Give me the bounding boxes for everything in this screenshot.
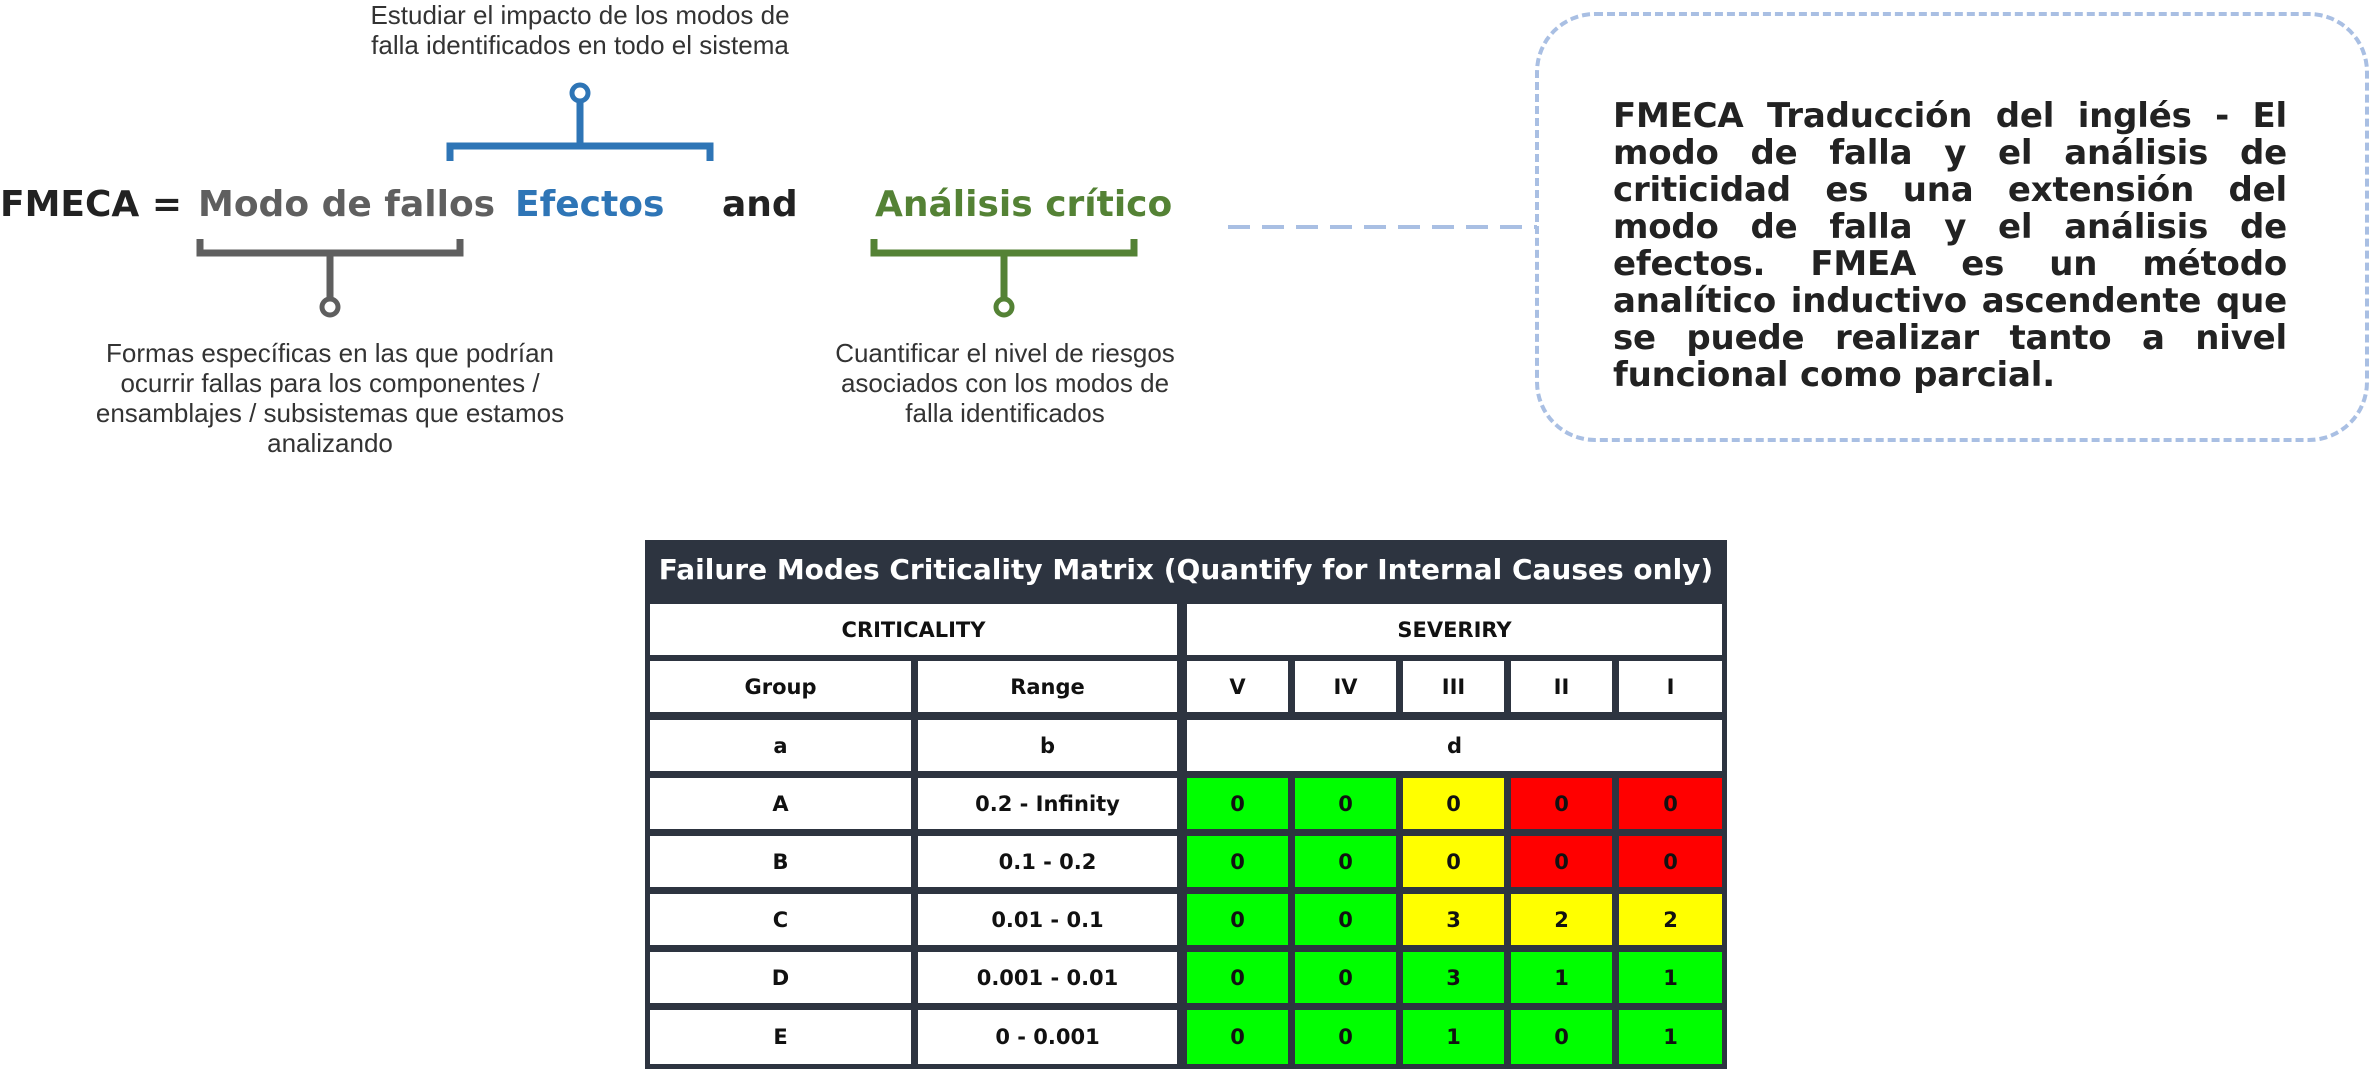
row-d-v: 0 — [1187, 952, 1288, 1003]
row-a-i: 0 — [1619, 778, 1722, 829]
row-b-group: B — [650, 836, 911, 887]
column-d-label: d — [1187, 720, 1722, 771]
row-d-range: 0.001 - 0.01 — [918, 952, 1177, 1003]
row-c-iii: 3 — [1403, 894, 1504, 945]
row-d-group: D — [650, 952, 911, 1003]
definition-callout — [1535, 12, 2369, 442]
equation-brackets — [196, 82, 1537, 318]
row-e-range: 0 - 0.001 — [918, 1010, 1177, 1064]
column-a-label: a — [650, 720, 911, 771]
row-c-v: 0 — [1187, 894, 1288, 945]
efectos-term: Efectos — [515, 184, 665, 225]
row-c-iv: 0 — [1295, 894, 1396, 945]
effects-bracket — [446, 82, 714, 161]
modo-de-fallos-term: Modo de fallos — [198, 184, 496, 225]
criticality-bracket — [870, 239, 1138, 318]
row-a-v: 0 — [1187, 778, 1288, 829]
effects-caption: Estudiar el impacto de los modos de fall… — [370, 0, 790, 60]
criticality-caption: Cuantificar el nivel de riesgos asociado… — [835, 338, 1175, 428]
row-e-group: E — [650, 1010, 911, 1064]
criticality-header: CRITICALITY — [650, 604, 1177, 655]
failure-modes-caption: Formas específicas en las que podrían oc… — [95, 338, 565, 458]
row-d-i: 1 — [1619, 952, 1722, 1003]
group-header: Group — [650, 661, 911, 712]
row-c-group: C — [650, 894, 911, 945]
row-b-iv: 0 — [1295, 836, 1396, 887]
row-e-v: 0 — [1187, 1010, 1288, 1064]
row-a-group: A — [650, 778, 911, 829]
row-a-range: 0.2 - Infinity — [918, 778, 1177, 829]
severity-level-iv: IV — [1295, 661, 1396, 712]
row-d-iii: 3 — [1403, 952, 1504, 1003]
row-c-ii: 2 — [1511, 894, 1612, 945]
severity-header: SEVERIRY — [1187, 604, 1722, 655]
row-c-range: 0.01 - 0.1 — [918, 894, 1177, 945]
analisis-critico-term: Análisis crítico — [875, 184, 1173, 225]
severity-level-iii: III — [1403, 661, 1504, 712]
row-a-iii: 0 — [1403, 778, 1504, 829]
failure-modes-bracket — [196, 239, 464, 318]
matrix-title: Failure Modes Criticality Matrix (Quanti… — [658, 553, 1714, 586]
criticality-matrix: Failure Modes Criticality Matrix (Quanti… — [645, 540, 1727, 1069]
severity-level-i: I — [1619, 661, 1722, 712]
row-b-iii: 0 — [1403, 836, 1504, 887]
row-e-ii: 0 — [1511, 1010, 1612, 1064]
row-a-iv: 0 — [1295, 778, 1396, 829]
row-d-iv: 0 — [1295, 952, 1396, 1003]
row-b-ii: 0 — [1511, 836, 1612, 887]
row-b-range: 0.1 - 0.2 — [918, 836, 1177, 887]
row-e-i: 1 — [1619, 1010, 1722, 1064]
row-b-v: 0 — [1187, 836, 1288, 887]
fmeca-label: FMECA = — [0, 184, 182, 225]
row-a-ii: 0 — [1511, 778, 1612, 829]
definition-text: FMECA Traducción del inglés - El modo de… — [1613, 96, 2287, 395]
row-e-iii: 1 — [1403, 1010, 1504, 1064]
row-d-ii: 1 — [1511, 952, 1612, 1003]
column-b-label: b — [918, 720, 1177, 771]
severity-level-v: V — [1187, 661, 1288, 712]
range-header: Range — [918, 661, 1177, 712]
row-b-i: 0 — [1619, 836, 1722, 887]
severity-level-ii: II — [1511, 661, 1612, 712]
row-c-i: 2 — [1619, 894, 1722, 945]
row-e-iv: 0 — [1295, 1010, 1396, 1064]
and-connector: and — [722, 184, 798, 225]
